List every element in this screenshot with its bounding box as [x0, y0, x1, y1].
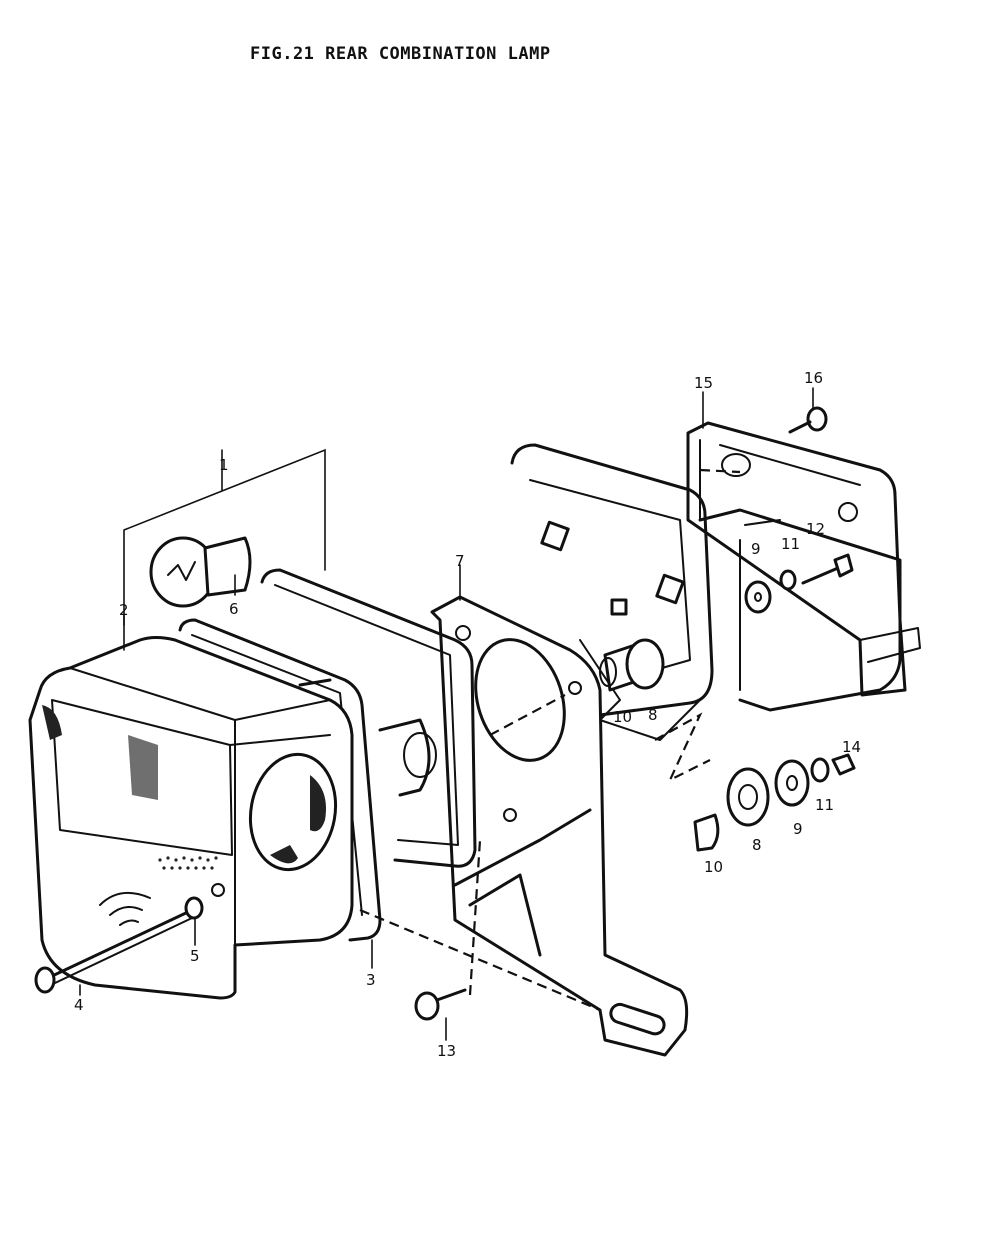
part-label-9a: 9 — [751, 540, 761, 558]
part-label-3: 3 — [366, 971, 376, 989]
lamp-cover-drawing — [686, 421, 921, 697]
assembly-dash-lines — [359, 468, 741, 1012]
part-labels: 1 2 3 4 5 6 7 8 8 9 9 10 10 11 11 12 13 … — [74, 369, 861, 1060]
lens-screw-drawing — [34, 896, 204, 994]
figure-title: FIG.21 REAR COMBINATION LAMP — [250, 44, 551, 64]
part-label-1: 1 — [219, 456, 229, 474]
lens-frame-drawing — [260, 568, 477, 868]
part-label-7: 7 — [455, 552, 465, 570]
bulb-drawing — [149, 536, 252, 608]
assembly-bracket-line — [123, 448, 326, 626]
part-label-11b: 11 — [815, 796, 834, 814]
part-label-15: 15 — [694, 374, 713, 392]
part-label-9b: 9 — [793, 820, 803, 838]
part-label-10a: 10 — [613, 708, 632, 726]
part-label-16: 16 — [804, 369, 823, 387]
gasket-drawing — [178, 618, 382, 942]
lens-housing-drawing — [28, 636, 354, 1000]
part-label-10b: 10 — [704, 858, 723, 876]
part-label-11a: 11 — [781, 535, 800, 553]
hardware-lower-drawing — [693, 753, 856, 852]
part-label-12: 12 — [806, 520, 825, 538]
part-label-6: 6 — [229, 600, 239, 618]
part-label-5: 5 — [190, 947, 200, 965]
bracket-screw-drawing — [414, 988, 467, 1021]
part-label-14: 14 — [842, 738, 861, 756]
reflector-dots — [158, 856, 218, 870]
part-label-4: 4 — [74, 996, 84, 1014]
part-label-8b: 8 — [752, 836, 762, 854]
leader-lines — [79, 387, 814, 1041]
part-label-2: 2 — [119, 601, 129, 619]
part-label-8a: 8 — [648, 706, 658, 724]
hardware-upper-drawing — [599, 406, 854, 692]
part-label-13: 13 — [437, 1042, 456, 1060]
